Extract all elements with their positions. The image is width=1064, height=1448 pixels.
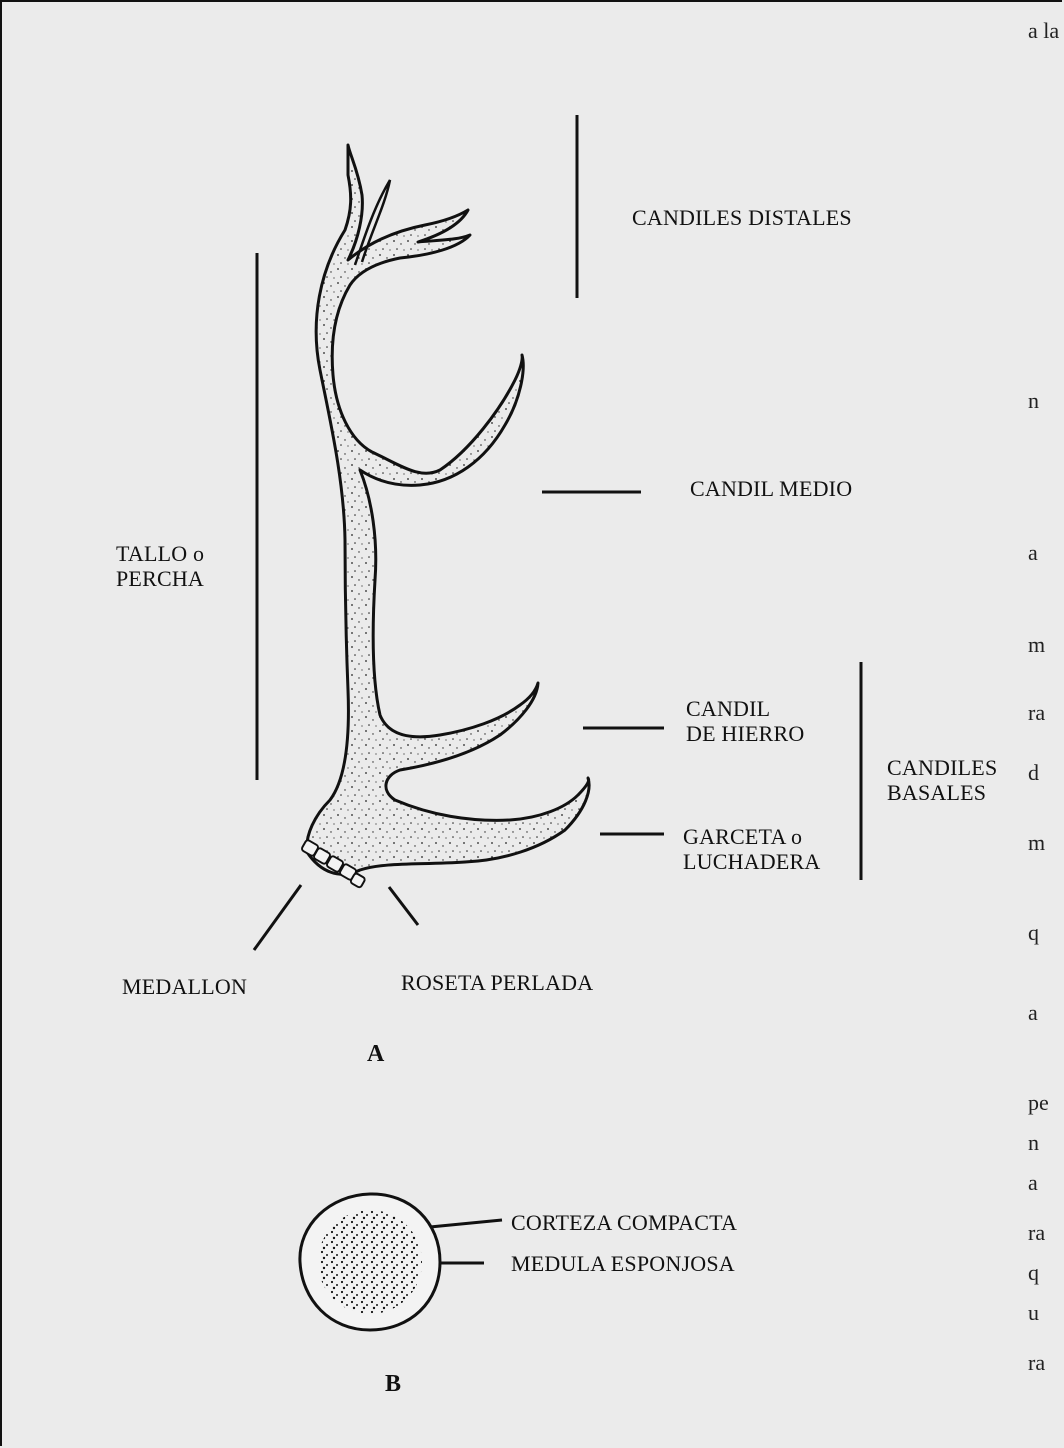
bg-fragment: ra	[1028, 1350, 1045, 1376]
label-roseta: ROSETA PERLADA	[401, 970, 593, 995]
label-candiles-distales: CANDILES DISTALES	[632, 205, 852, 230]
antler-outline	[307, 145, 589, 874]
label-candil-hierro: CANDIL DE HIERRO	[686, 696, 805, 746]
leader-corteza	[430, 1220, 502, 1227]
label-medallon: MEDALLON	[122, 974, 247, 999]
bg-fragment: a	[1028, 1000, 1038, 1026]
label-candiles-basales-line1: CANDILES	[887, 755, 997, 780]
label-garceta: GARCETA o LUCHADERA	[683, 824, 820, 874]
bg-fragment: q	[1028, 920, 1039, 946]
bg-fragment: n	[1028, 1130, 1039, 1156]
bg-fragment: q	[1028, 1260, 1039, 1286]
label-garceta-line1: GARCETA o	[683, 824, 820, 849]
bg-fragment: pe	[1028, 1090, 1049, 1116]
bg-fragment: ra	[1028, 700, 1045, 726]
label-tallo-line2: PERCHA	[116, 566, 204, 591]
label-candil-hierro-line2: DE HIERRO	[686, 721, 805, 746]
label-corteza: CORTEZA COMPACTA	[511, 1210, 737, 1235]
label-candil-medio: CANDIL MEDIO	[690, 476, 852, 501]
bg-fragment: ra	[1028, 1220, 1045, 1246]
label-candiles-basales-line2: BASALES	[887, 780, 997, 805]
bg-fragment: u	[1028, 1300, 1039, 1326]
leader-roseta	[389, 887, 418, 925]
figure-label-b: B	[385, 1371, 401, 1398]
leader-medallon	[254, 885, 301, 950]
label-tallo-line1: TALLO o	[116, 541, 204, 566]
spongy-medulla	[318, 1210, 422, 1314]
label-garceta-line2: LUCHADERA	[683, 849, 820, 874]
bg-fragment: d	[1028, 760, 1039, 786]
bg-fragment: m	[1028, 830, 1045, 856]
label-candiles-basales: CANDILES BASALES	[887, 755, 997, 805]
label-medula: MEDULA ESPONJOSA	[511, 1251, 735, 1276]
label-tallo: TALLO o PERCHA	[116, 541, 204, 591]
antler-illustration	[301, 145, 589, 888]
cross-section-illustration	[300, 1194, 440, 1330]
bg-fragment: a	[1028, 1170, 1038, 1196]
label-candil-hierro-line1: CANDIL	[686, 696, 805, 721]
figure-label-a: A	[367, 1041, 384, 1068]
